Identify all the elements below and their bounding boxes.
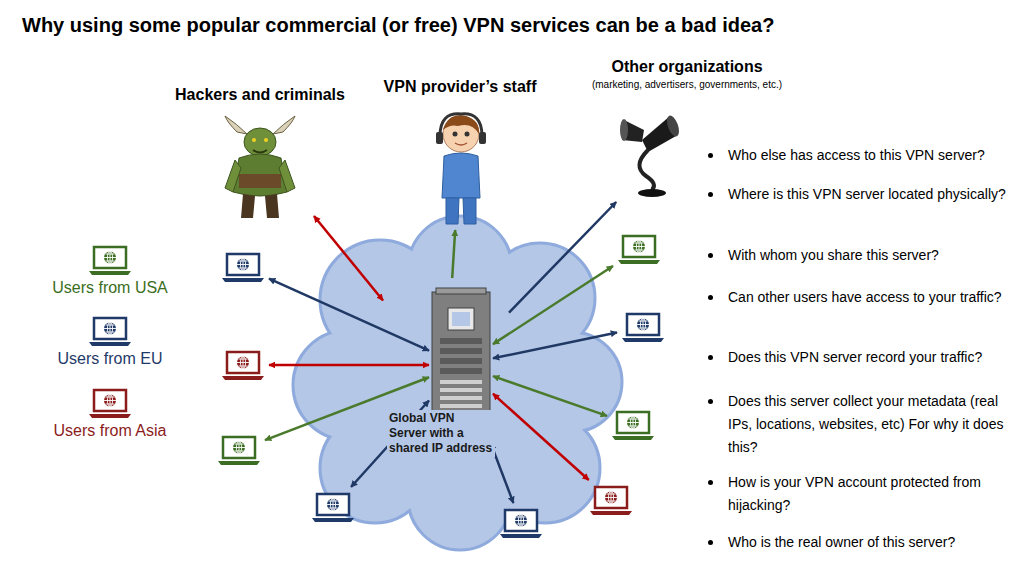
laptop-icon [312,494,354,522]
cloud-fill [352,277,569,494]
server-label: Global VPN Server with a shared IP addre… [387,410,495,457]
laptop-icon [612,412,654,440]
question-bullet: Who is the real owner of this server? [706,531,1010,554]
megaphone-icon [622,110,692,198]
user-arrow [493,394,589,480]
question-bullet: Does this server collect your metadata (… [706,390,1010,459]
user-arrow [493,376,607,416]
question-bullet: Does this VPN server record your traffic… [706,346,1010,369]
cloud-shape [293,216,622,550]
legend-item: Users from Asia [40,388,180,440]
legend-item: Users from EU [40,316,180,368]
legend-label: Users from USA [40,279,180,297]
connector-arrow [509,202,616,313]
legend-swatch [89,316,131,346]
user-arrow [493,332,617,358]
question-bullet: With whom you share this server? [706,244,1010,267]
laptop-icon [618,236,660,264]
laptop-icon [500,510,542,538]
actor-heading: VPN provider’s staff [369,78,551,96]
legend-label: Users from Asia [40,422,180,440]
laptop-icon [218,437,260,465]
actor-heading: Hackers and criminals [172,86,348,104]
staff-icon [434,112,488,228]
laptop-icon [222,352,264,380]
question-bullet: Can other users have access to your traf… [706,286,1010,309]
connector-arrow [314,216,383,300]
user-arrow [269,364,429,367]
question-bullet: How is your VPN account protected from h… [706,471,1010,517]
legend-swatch [89,388,131,418]
user-arrow [493,266,613,344]
question-bullet: Who else has access to this VPN server? [706,144,1010,167]
user-laptops [218,236,664,538]
laptop-icon [622,314,664,342]
legend-label: Users from EU [40,350,180,368]
troll-icon [225,114,305,214]
connector-arrow [452,230,455,278]
actor-subheading: (marketing, advertisers, governments, et… [557,79,817,90]
user-arrow [269,279,429,351]
actor-node: VPN provider’s staff [369,78,551,228]
laptop-icon [590,487,632,515]
laptop-icon [222,254,264,282]
actor-node: Other organizations (marketing, advertise… [557,58,817,200]
legend-item: Users from USA [40,245,180,297]
actor-node: Hackers and criminals [172,86,348,214]
question-bullet: Where is this VPN server located physica… [706,183,1010,206]
actor-heading: Other organizations [557,58,817,76]
diagram-title: Why using some popular commercial (or fr… [22,14,774,37]
legend-swatch [89,245,131,275]
server-node: Global VPN Server with a shared IP addre… [385,280,507,475]
